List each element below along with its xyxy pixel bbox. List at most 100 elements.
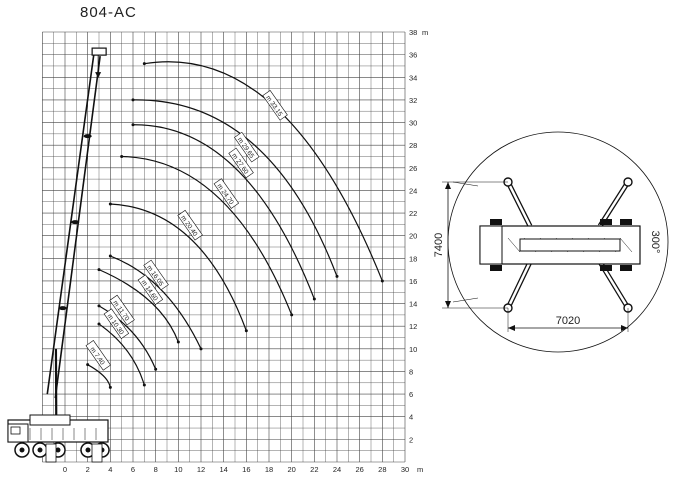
- dimension-arrow: [445, 301, 451, 308]
- curve-start-point: [108, 202, 112, 206]
- curve-label-box: [109, 294, 135, 326]
- curve-start-point: [131, 123, 135, 127]
- y-tick-label: 16: [409, 277, 417, 286]
- curve-start-point: [97, 268, 101, 272]
- curve-end-point: [380, 279, 384, 283]
- boom-head: [91, 47, 107, 56]
- range-curve: [132, 99, 338, 277]
- y-tick-label: 20: [409, 232, 417, 241]
- curve-end-point: [244, 329, 248, 333]
- y-tick-label: 30: [409, 119, 417, 128]
- superstructure: [29, 414, 71, 426]
- y-tick-label: 24: [409, 186, 417, 195]
- y-tick-label: 26: [409, 164, 417, 173]
- outrigger-front: [45, 443, 57, 463]
- y-tick-label: 4: [409, 413, 413, 422]
- x-tick-label: 20: [287, 465, 295, 474]
- y-tick-label: 28: [409, 141, 417, 150]
- range-curve: [98, 305, 157, 370]
- curve-start-point: [120, 154, 124, 158]
- truck-wheel-hub: [85, 447, 91, 453]
- curve-end-point: [290, 313, 294, 317]
- x-tick-label: 0: [63, 465, 67, 474]
- curve-end-point: [108, 385, 112, 389]
- curve-start-point: [97, 304, 101, 308]
- chart-grid: [42, 31, 406, 463]
- wheel-plan: [600, 265, 612, 271]
- curve-label-box: [262, 89, 288, 121]
- curve-label-box: [177, 209, 203, 241]
- curve-end-point: [176, 340, 180, 344]
- x-tick-label: 24: [333, 465, 341, 474]
- boom-section-joint: [83, 134, 92, 139]
- range-curve: [110, 255, 202, 350]
- x-tick-label: 26: [355, 465, 363, 474]
- x-tick-label: 4: [108, 465, 112, 474]
- dimension-arrow: [508, 325, 515, 331]
- y-tick-label: 8: [409, 367, 413, 376]
- curve-label-box: [85, 340, 111, 371]
- curve-start-point: [97, 322, 101, 326]
- curve-label-box: [143, 259, 169, 291]
- truck-wheel-hub: [55, 447, 61, 453]
- range-curve: [144, 61, 383, 282]
- curve-label-box: [137, 274, 164, 305]
- model-title: 804-AC: [80, 4, 137, 21]
- y-tick-label: 34: [409, 73, 417, 82]
- boom-section-joint: [71, 220, 80, 225]
- outrigger-arm-inner: [598, 181, 630, 227]
- x-tick-label: 22: [310, 465, 318, 474]
- y-tick-label: 10: [409, 345, 417, 354]
- range-curve: [110, 203, 247, 331]
- curve-end-point: [335, 274, 339, 278]
- y-tick-label: 6: [409, 390, 413, 399]
- curve-start-point: [108, 254, 112, 258]
- boom-section-joint: [58, 306, 67, 311]
- x-tick-label: 30: [401, 465, 409, 474]
- x-tick-label: 2: [86, 465, 90, 474]
- dimension-arrow: [445, 182, 451, 189]
- x-tick-label: 18: [265, 465, 273, 474]
- range-curve: [87, 364, 111, 388]
- truck-wheel-hub: [37, 447, 43, 453]
- wheel-plan: [620, 265, 632, 271]
- boom-edge-left: [46, 51, 95, 395]
- curve-end-point: [142, 383, 146, 387]
- y-tick-label: 14: [409, 300, 417, 309]
- outrigger-arm-inner: [506, 181, 532, 227]
- wheel-plan: [620, 219, 632, 225]
- y-tick-label: 36: [409, 51, 417, 60]
- slew-angle-label: 300°: [649, 231, 661, 254]
- curve-start-point: [86, 363, 90, 367]
- truck-cab-window: [10, 426, 21, 435]
- boom-plan: [519, 238, 621, 252]
- outrigger-pad: [623, 177, 633, 187]
- x-unit-label: m: [417, 465, 423, 474]
- curve-end-point: [312, 297, 316, 301]
- x-tick-label: 16: [242, 465, 250, 474]
- length-dimension-label: 7400: [433, 233, 445, 257]
- range-curve: [121, 155, 293, 316]
- curve-start-point: [131, 98, 135, 102]
- range-curve: [98, 323, 145, 386]
- boom-edge-right: [54, 56, 101, 399]
- outrigger-arm-inner: [506, 261, 532, 309]
- curve-label-box: [234, 131, 260, 163]
- range-curve: [98, 269, 179, 343]
- x-tick-label: 12: [197, 465, 205, 474]
- x-tick-label: 6: [131, 465, 135, 474]
- range-curves: [86, 61, 384, 389]
- y-tick-label: 2: [409, 435, 413, 444]
- y-tick-label: 18: [409, 254, 417, 263]
- curve-label-box: [228, 147, 254, 179]
- wheel-plan: [490, 219, 502, 225]
- curve-labels: m 7.40m 10.30m 11.70m 14.60m 16.05m 20.4…: [85, 89, 288, 371]
- truck-plan-detail: [507, 237, 521, 253]
- wheel-plan: [600, 219, 612, 225]
- curve-end-point: [154, 367, 158, 371]
- x-tick-label: 8: [154, 465, 158, 474]
